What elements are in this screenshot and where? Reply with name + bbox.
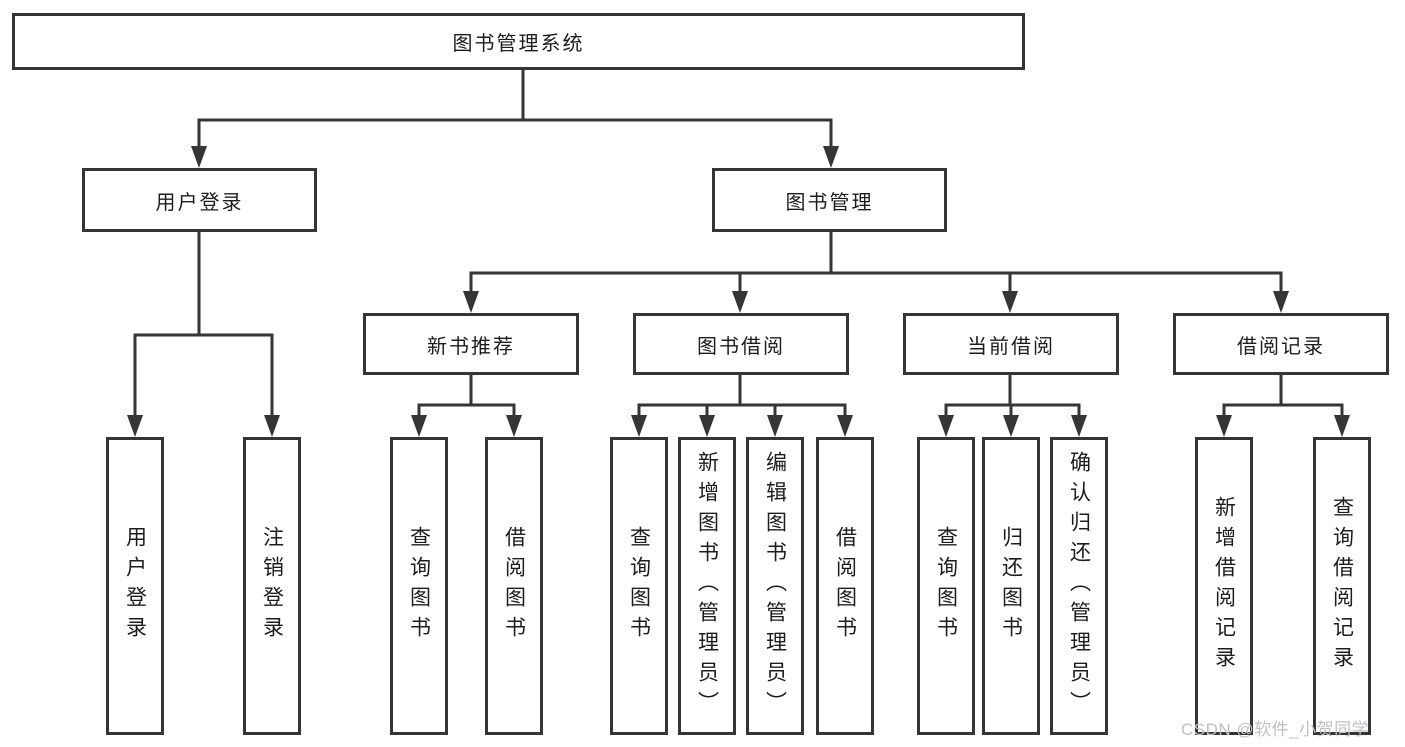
arrowhead-down-icon <box>1071 415 1087 437</box>
leaf-add-book-admin: 新增图书（管理员） <box>678 437 736 735</box>
leaf-confirm-return-admin: 确认归还（管理员） <box>1050 437 1108 735</box>
arrowhead-down-icon <box>938 415 954 437</box>
leaf-user-login: 用户登录 <box>106 437 164 735</box>
leaf-query-books-3: 查询图书 <box>917 437 975 735</box>
leaf-add-book-admin-label: 新增图书（管理员） <box>695 451 719 721</box>
node-user-login-label: 用户登录 <box>155 191 244 214</box>
arrowhead-down-icon <box>127 415 143 437</box>
leaf-query-borrow-record-label: 查询借阅记录 <box>1330 496 1354 676</box>
arrowhead-down-icon <box>767 415 783 437</box>
leaf-query-books-3-label: 查询图书 <box>934 526 958 646</box>
node-book-management: 图书管理 <box>712 168 947 232</box>
leaf-logout: 注销登录 <box>243 437 301 735</box>
node-new-book-recommend-label: 新书推荐 <box>427 335 515 358</box>
leaf-borrow-books-1-label: 借阅图书 <box>502 526 526 646</box>
arrowhead-down-icon <box>411 415 427 437</box>
arrowhead-down-icon <box>1273 291 1289 313</box>
node-borrow-records-label: 借阅记录 <box>1237 335 1325 358</box>
arrowhead-down-icon <box>191 146 207 168</box>
arrowhead-down-icon <box>823 146 839 168</box>
leaf-return-book-label: 归还图书 <box>999 526 1023 646</box>
node-root: 图书管理系统 <box>12 13 1025 70</box>
arrowhead-down-icon <box>631 415 647 437</box>
leaf-query-books-1: 查询图书 <box>390 437 448 735</box>
leaf-query-books-1-label: 查询图书 <box>407 526 431 646</box>
leaf-borrow-books-2-label: 借阅图书 <box>833 526 857 646</box>
arrowhead-down-icon <box>699 415 715 437</box>
leaf-edit-book-admin-label: 编辑图书（管理员） <box>763 451 787 721</box>
node-current-borrow: 当前借阅 <box>903 313 1119 375</box>
leaf-add-borrow-record: 新增借阅记录 <box>1195 437 1253 735</box>
node-user-login: 用户登录 <box>82 168 317 232</box>
leaf-confirm-return-admin-label: 确认归还（管理员） <box>1067 451 1091 721</box>
leaf-logout-label: 注销登录 <box>260 526 284 646</box>
arrowhead-down-icon <box>264 415 280 437</box>
node-root-label: 图书管理系统 <box>452 33 585 55</box>
leaf-query-books-2-label: 查询图书 <box>627 526 651 646</box>
leaf-borrow-books-1: 借阅图书 <box>485 437 543 735</box>
node-book-borrow: 图书借阅 <box>633 313 849 375</box>
arrowhead-down-icon <box>837 415 853 437</box>
node-current-borrow-label: 当前借阅 <box>967 335 1055 358</box>
node-book-management-label: 图书管理 <box>785 191 874 214</box>
leaf-return-book: 归还图书 <box>982 437 1040 735</box>
leaf-query-borrow-record: 查询借阅记录 <box>1313 437 1371 735</box>
leaf-user-login-label: 用户登录 <box>123 526 147 646</box>
arrowhead-down-icon <box>732 291 748 313</box>
leaf-edit-book-admin: 编辑图书（管理员） <box>746 437 804 735</box>
csdn-watermark: CSDN @软件_小贺同学 <box>1181 720 1370 739</box>
arrowhead-down-icon <box>506 415 522 437</box>
leaf-add-borrow-record-label: 新增借阅记录 <box>1212 496 1236 676</box>
arrowhead-down-icon <box>1002 291 1018 313</box>
node-borrow-records: 借阅记录 <box>1173 313 1389 375</box>
node-book-borrow-label: 图书借阅 <box>697 335 785 358</box>
arrowhead-down-icon <box>1334 415 1350 437</box>
arrowhead-down-icon <box>1003 415 1019 437</box>
node-new-book-recommend: 新书推荐 <box>363 313 579 375</box>
leaf-borrow-books-2: 借阅图书 <box>816 437 874 735</box>
arrowhead-down-icon <box>463 291 479 313</box>
leaf-query-books-2: 查询图书 <box>610 437 668 735</box>
arrowhead-down-icon <box>1216 415 1232 437</box>
